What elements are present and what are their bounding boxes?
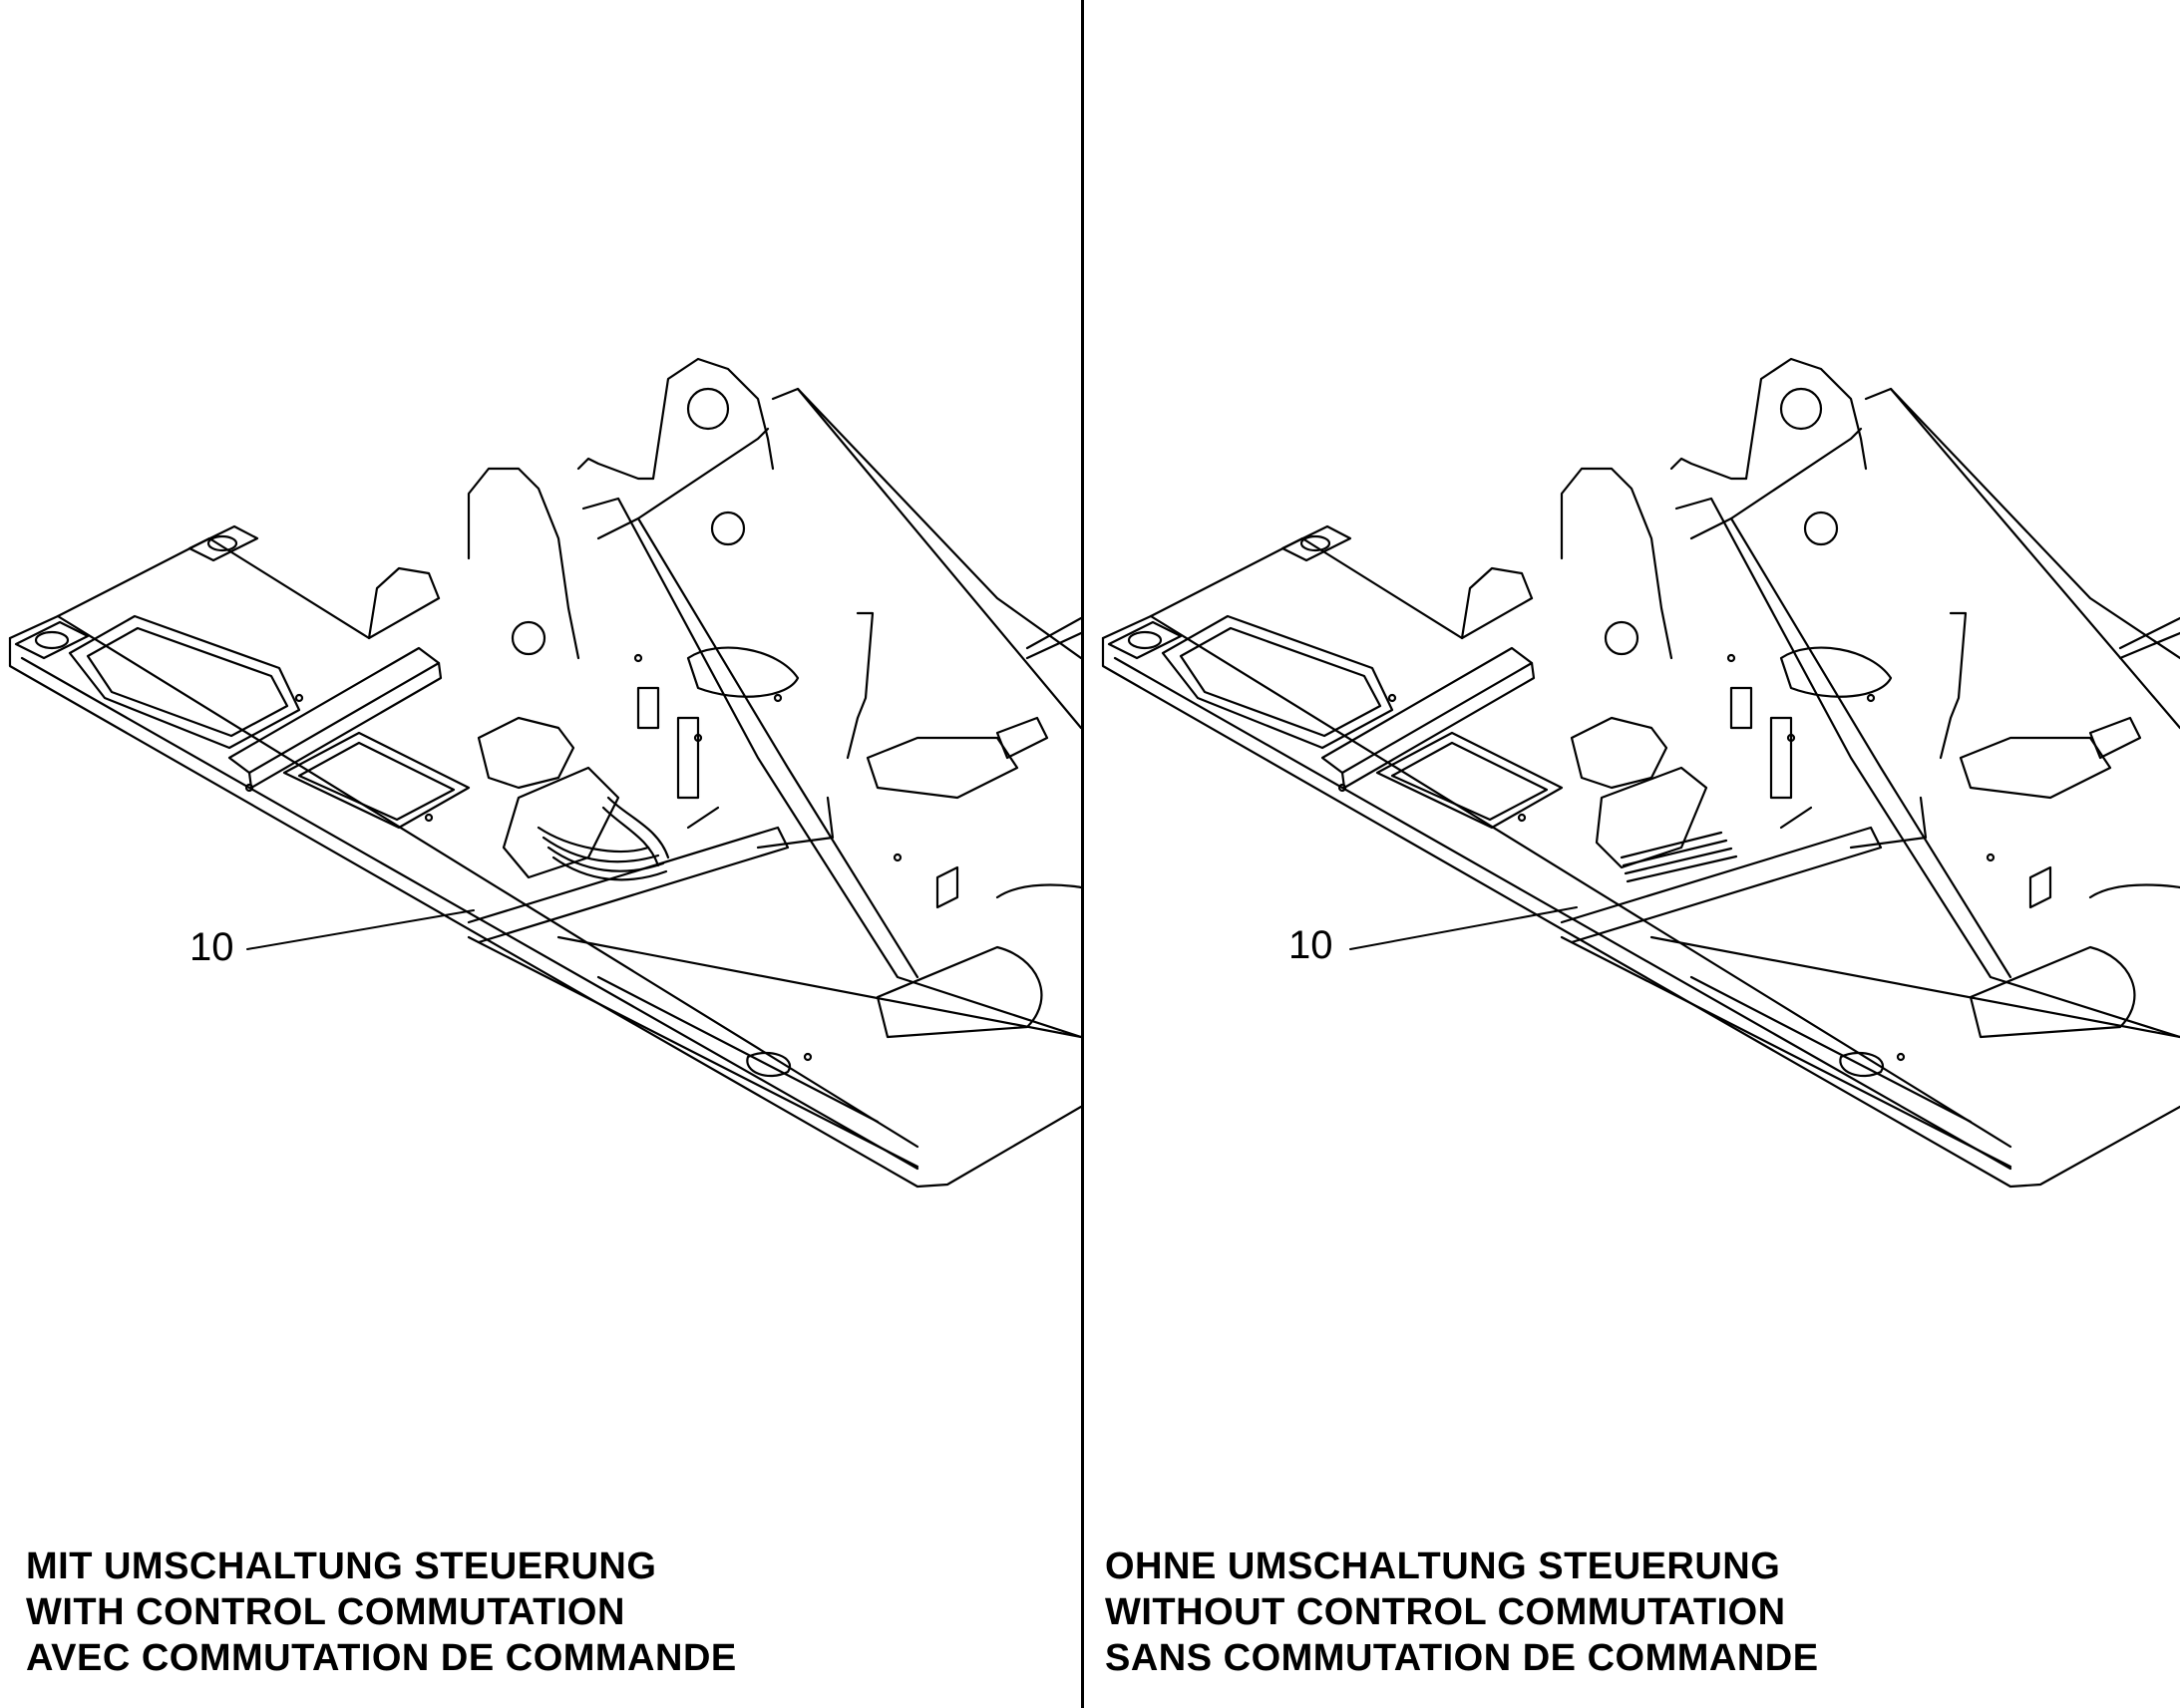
caption-line-de: OHNE UMSCHALTUNG STEUERUNG <box>1105 1545 1781 1587</box>
caption-with-commutation: MIT UMSCHALTUNG STEUERUNG WITH CONTROL C… <box>26 1543 737 1681</box>
callout-leader-line <box>1349 906 1578 950</box>
frame-outline <box>1101 357 2180 1189</box>
callout-number: 10 <box>1288 923 1333 967</box>
machine-frame-drawing <box>1101 357 2180 1189</box>
caption-line-fr: SANS COMMUTATION DE COMMANDE <box>1105 1637 1819 1679</box>
panel-without-commutation: 10 OHNE UMSCHALTUNG STEUERUNG WITHOUT CO… <box>1083 0 2180 1708</box>
frame-outline <box>8 357 1081 1189</box>
panel-with-commutation: 10 MIT UMSCHALTUNG STEUERUNG WITH CONTRO… <box>0 0 1081 1708</box>
machine-frame-drawing <box>8 357 1081 1189</box>
caption-line-en: WITHOUT CONTROL COMMUTATION <box>1105 1591 1786 1633</box>
panel-divider <box>1081 0 1084 1708</box>
caption-line-de: MIT UMSCHALTUNG STEUERUNG <box>26 1545 657 1587</box>
caption-without-commutation: OHNE UMSCHALTUNG STEUERUNG WITHOUT CONTR… <box>1105 1543 1819 1681</box>
callout-number: 10 <box>189 925 234 969</box>
callout-leader-line <box>246 909 475 950</box>
caption-line-en: WITH CONTROL COMMUTATION <box>26 1591 625 1633</box>
caption-line-fr: AVEC COMMUTATION DE COMMANDE <box>26 1637 737 1679</box>
